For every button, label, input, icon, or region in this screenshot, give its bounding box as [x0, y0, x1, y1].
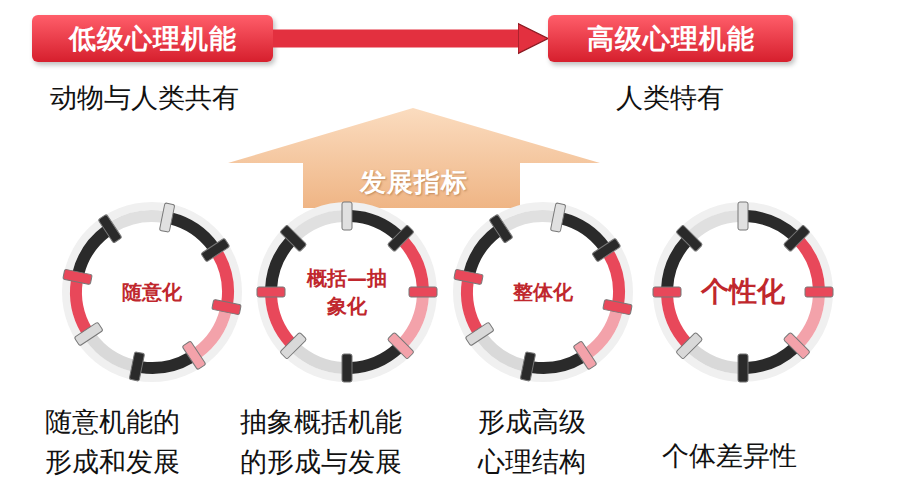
cycle-circle: 随意化	[64, 204, 240, 380]
ring-segment	[194, 309, 232, 358]
ring-segment	[110, 210, 164, 232]
cycle-ring	[259, 204, 435, 380]
ring-segment	[795, 237, 825, 289]
caption-text: 随意机能的 形成和发展	[45, 402, 195, 482]
ring-shadow	[261, 206, 433, 378]
ring-tab	[653, 287, 681, 297]
ring-segment	[688, 210, 740, 240]
ring-segment	[350, 210, 402, 240]
ring-tab	[676, 225, 703, 252]
progress-arrow	[273, 30, 518, 48]
ring-tab	[465, 322, 494, 346]
ring-segment	[501, 210, 555, 232]
ring-segment	[661, 237, 691, 289]
ring-segment	[399, 295, 429, 347]
ring-segment	[531, 352, 585, 374]
ring-tab	[489, 214, 513, 243]
ring-segment	[86, 334, 135, 372]
cycle-circle: 整体化	[455, 204, 631, 380]
ring-segment	[292, 210, 344, 240]
caption-text: 个体差异性	[662, 436, 832, 476]
ring-segment	[585, 309, 623, 358]
ring-tab	[280, 332, 307, 359]
ring-segment	[661, 295, 691, 347]
ring-tab	[342, 202, 352, 230]
ring-tab	[550, 203, 565, 232]
ring-tab	[387, 332, 414, 359]
ring-tab	[676, 332, 703, 359]
ring-segment	[603, 250, 625, 304]
ring-segment	[169, 213, 218, 251]
ring-tab	[342, 354, 352, 382]
ring-tab	[212, 299, 241, 314]
ring-segment	[292, 344, 344, 374]
ring-shadow	[457, 206, 629, 378]
ring-tab	[783, 225, 810, 252]
ring-tab	[573, 341, 597, 370]
caption-text: 人类特有	[616, 78, 766, 118]
node-text: 随意化	[122, 278, 182, 306]
ring-tab	[387, 225, 414, 252]
ring-segment	[477, 334, 526, 372]
node-text: 高级心理机能	[587, 21, 755, 57]
stage-box: 高级心理机能	[548, 15, 793, 62]
node-text: 低级心理机能	[69, 21, 237, 57]
node-text: 整体化	[513, 278, 573, 306]
ring-tab	[74, 322, 103, 346]
ring-tab	[738, 202, 748, 230]
ring-tab	[182, 341, 206, 370]
caption-text: 形成高级 心理结构	[478, 402, 618, 482]
ring-segment	[265, 295, 295, 347]
node-text: 个性化	[701, 278, 785, 306]
ring-segment	[350, 344, 402, 374]
ring-segment	[212, 250, 234, 304]
ring-segment	[70, 280, 92, 334]
cycle-circle: 个性化	[655, 204, 831, 380]
ring-shadow	[66, 206, 238, 378]
caption-text: 动物与人类共有	[50, 78, 290, 118]
indicator-arrow: 发展指标	[228, 105, 600, 210]
ring-shadow	[657, 206, 829, 378]
ring-segment	[746, 210, 798, 240]
ring-tab	[603, 299, 632, 314]
ring-segment	[399, 237, 429, 289]
ring-segment	[265, 237, 295, 289]
ring-segment	[688, 344, 740, 374]
ring-tab	[520, 352, 535, 381]
ring-tab	[783, 332, 810, 359]
ring-segment	[73, 226, 111, 275]
ring-segment	[461, 280, 483, 334]
ring-tab	[738, 354, 748, 382]
ring-segment	[795, 295, 825, 347]
ring-tab	[257, 287, 285, 297]
ring-tab	[159, 203, 174, 232]
ring-tab	[592, 238, 621, 262]
ring-segment	[140, 352, 194, 374]
caption-text: 抽象概括机能 的形成与发展	[240, 402, 440, 482]
ring-tab	[280, 225, 307, 252]
ring-tab	[201, 238, 230, 262]
ring-tab	[409, 287, 437, 297]
ring-tab	[805, 287, 833, 297]
arrow-body	[228, 108, 600, 208]
ring-segment	[746, 344, 798, 374]
ring-tab	[129, 352, 144, 381]
ring-tab	[63, 269, 92, 284]
stage-box: 低级心理机能	[32, 15, 273, 62]
ring-tab	[454, 269, 483, 284]
cycle-circle: 概括—抽 象化	[259, 204, 435, 380]
ring-segment	[464, 226, 502, 275]
ring-tab	[98, 214, 122, 243]
node-text: 概括—抽 象化	[301, 264, 393, 320]
ring-segment	[560, 213, 609, 251]
node-text: 发展指标	[360, 165, 468, 200]
